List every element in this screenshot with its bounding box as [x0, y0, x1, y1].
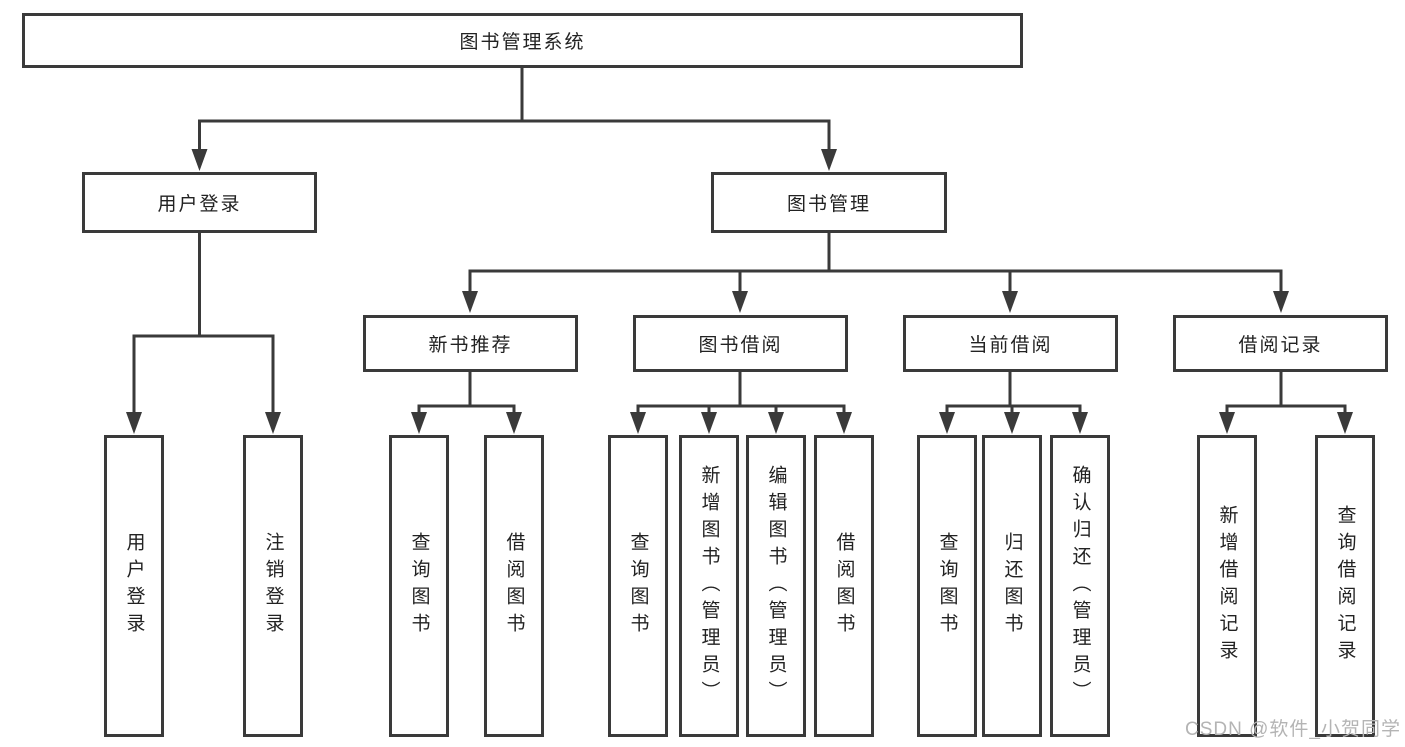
leaf-query-books-borrow: 查询图书 — [608, 435, 668, 737]
leaf-logout-label: 注销登录 — [262, 532, 284, 640]
node-borrow-records-label: 借阅记录 — [1238, 335, 1323, 356]
leaf-borrow-books-recommend-label: 借阅图书 — [503, 532, 525, 640]
node-user-login-label: 用户登录 — [157, 194, 242, 215]
node-user-login: 用户登录 — [82, 172, 317, 233]
leaf-add-borrow-record-label: 新增借阅记录 — [1216, 505, 1238, 667]
leaf-query-borrow-record-label: 查询借阅记录 — [1334, 505, 1356, 667]
node-book-management: 图书管理 — [711, 172, 947, 233]
node-new-book-recommend: 新书推荐 — [363, 315, 578, 372]
leaf-edit-book-admin-label: 编辑图书（管理员） — [765, 464, 787, 708]
connector-current-borrow-to-leaves — [945, 372, 1082, 414]
node-root-label: 图书管理系统 — [459, 32, 586, 53]
connector-borrow-records-to-leaves — [1225, 372, 1347, 414]
node-new-book-recommend-label: 新书推荐 — [428, 335, 513, 356]
leaf-add-book-admin-label: 新增图书（管理员） — [698, 464, 720, 708]
leaf-user-login: 用户登录 — [104, 435, 164, 737]
connector-root-to-level2 — [198, 67, 831, 151]
leaf-user-login-label: 用户登录 — [123, 532, 145, 640]
leaf-confirm-return-admin-label: 确认归还（管理员） — [1069, 464, 1091, 708]
node-borrow-records: 借阅记录 — [1173, 315, 1388, 372]
leaf-query-books-borrow-label: 查询图书 — [627, 532, 649, 640]
leaf-borrow-books-recommend: 借阅图书 — [484, 435, 544, 737]
leaf-return-book-label: 归还图书 — [1001, 532, 1023, 640]
connector-user-login-to-leaves — [132, 233, 275, 414]
leaf-query-books-recommend-label: 查询图书 — [408, 532, 430, 640]
node-root-system: 图书管理系统 — [22, 13, 1023, 68]
leaf-query-books-current: 查询图书 — [917, 435, 977, 737]
arrowheads — [126, 149, 1353, 434]
leaf-query-books-recommend: 查询图书 — [389, 435, 449, 737]
leaf-confirm-return-admin: 确认归还（管理员） — [1050, 435, 1110, 737]
connector-new-book-to-leaves — [417, 372, 516, 414]
leaf-logout: 注销登录 — [243, 435, 303, 737]
leaf-edit-book-admin: 编辑图书（管理员） — [746, 435, 806, 737]
node-book-borrow-label: 图书借阅 — [698, 335, 783, 356]
node-book-management-label: 图书管理 — [786, 194, 871, 215]
node-current-borrow: 当前借阅 — [903, 315, 1118, 372]
leaf-borrow-books: 借阅图书 — [814, 435, 874, 737]
csdn-watermark: CSDN @软件_小贺同学 — [1185, 719, 1401, 740]
leaf-borrow-books-label: 借阅图书 — [833, 532, 855, 640]
leaf-add-book-admin: 新增图书（管理员） — [679, 435, 739, 737]
leaf-query-books-current-label: 查询图书 — [936, 532, 958, 640]
connector-book-borrow-to-leaves — [636, 372, 846, 414]
leaf-add-borrow-record: 新增借阅记录 — [1197, 435, 1257, 737]
node-book-borrow: 图书借阅 — [633, 315, 848, 372]
node-current-borrow-label: 当前借阅 — [968, 335, 1053, 356]
connector-book-management-to-level3 — [468, 233, 1283, 293]
leaf-query-borrow-record: 查询借阅记录 — [1315, 435, 1375, 737]
leaf-return-book: 归还图书 — [982, 435, 1042, 737]
